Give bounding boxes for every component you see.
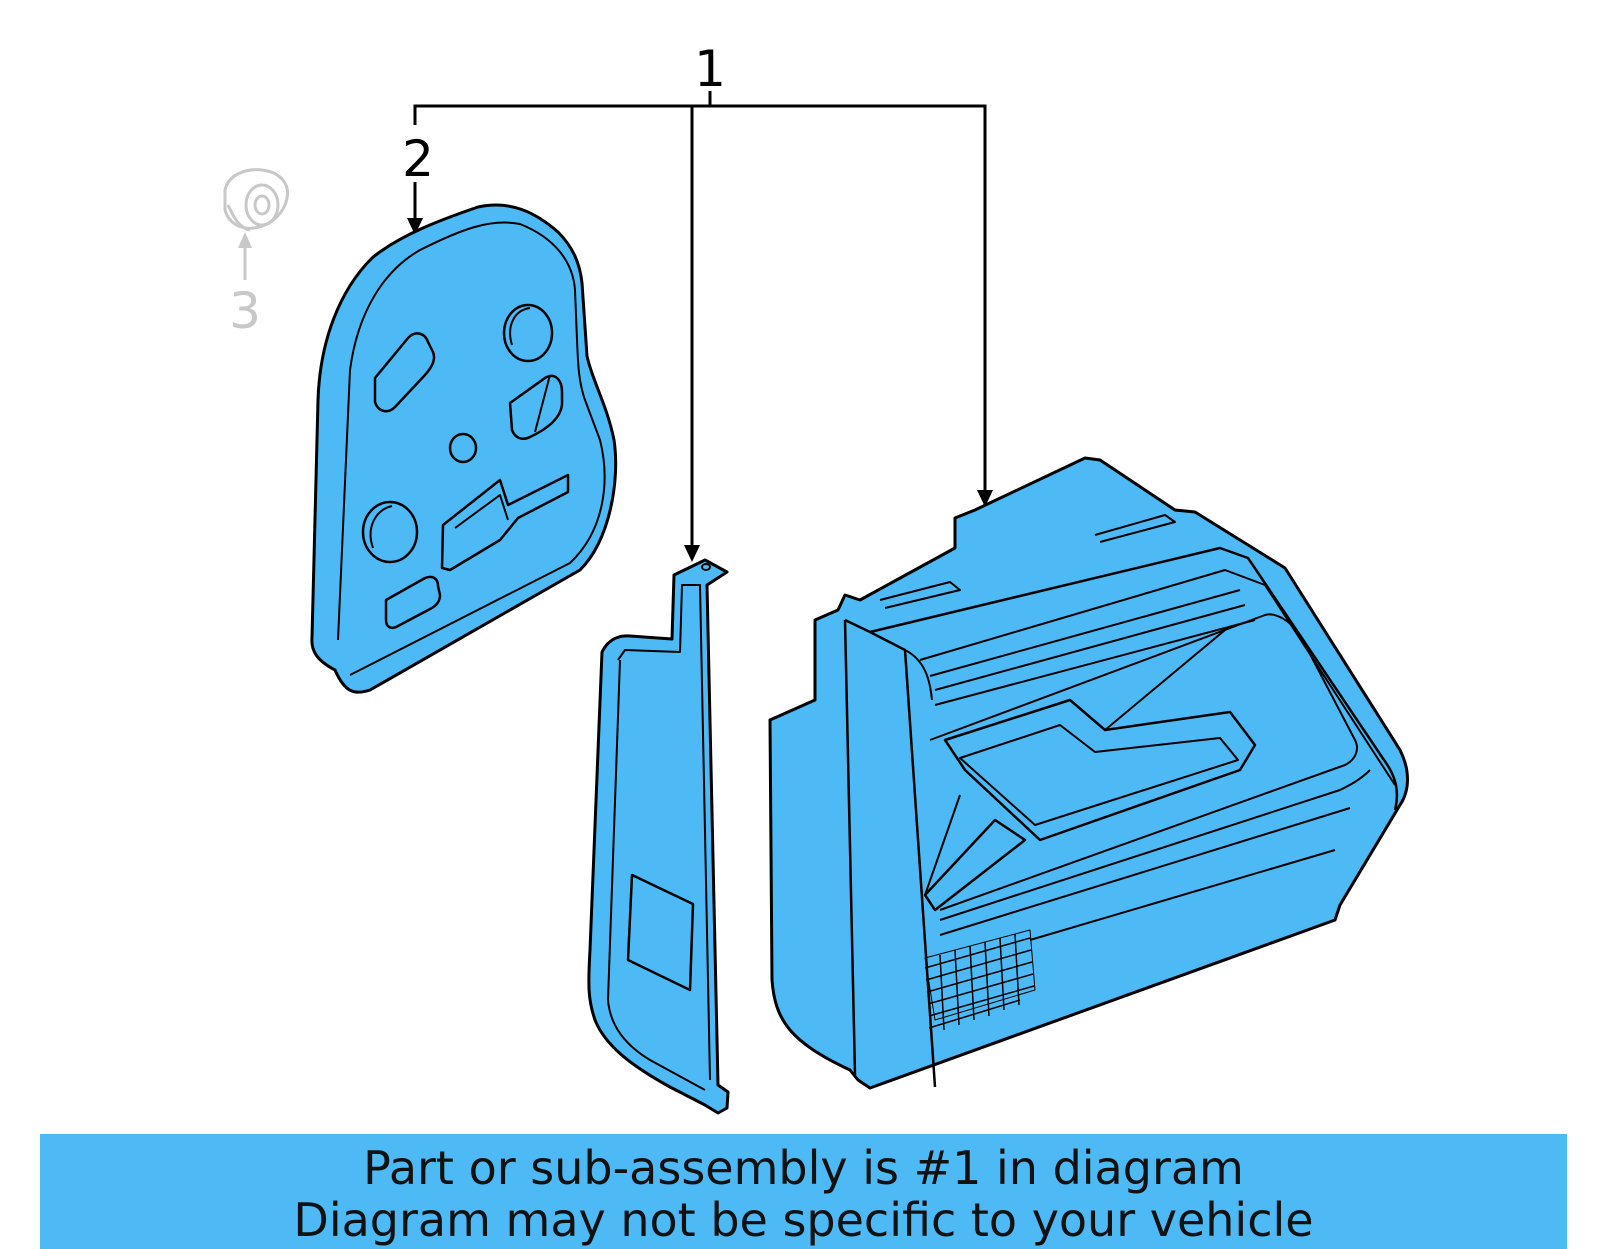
banner-line-2: Diagram may not be specific to your vehi… bbox=[293, 1193, 1314, 1247]
side-bracket bbox=[587, 558, 730, 1115]
reflector-grid bbox=[924, 933, 1035, 1031]
info-banner: Part or sub-assembly is #1 in diagram Di… bbox=[40, 1134, 1567, 1249]
callout-1-leaders bbox=[413, 91, 987, 545]
gasket-part-2 bbox=[310, 203, 618, 694]
callout-1-arrowheads bbox=[684, 490, 993, 562]
nut-part-3 bbox=[223, 168, 290, 280]
callout-number-1: 1 bbox=[694, 40, 726, 98]
banner-line-1: Part or sub-assembly is #1 in diagram bbox=[363, 1141, 1244, 1195]
tail-lamp-housing bbox=[768, 456, 1409, 1090]
callout-number-3: 3 bbox=[229, 282, 261, 340]
callout-2-leader bbox=[407, 182, 423, 235]
callout-number-2: 2 bbox=[402, 130, 434, 188]
callout-3-arrowhead bbox=[238, 232, 252, 248]
